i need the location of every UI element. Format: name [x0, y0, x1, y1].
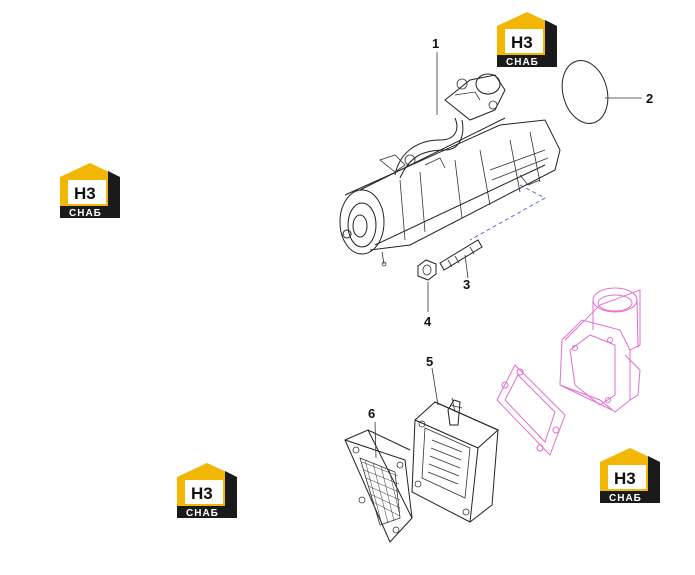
o-ring: 2	[561, 60, 653, 124]
watermark-logo: H3 СНАБ	[177, 463, 237, 519]
callout-6: 6	[368, 406, 375, 421]
reference-gasket	[496, 364, 566, 456]
gasket-screen: 6	[344, 406, 413, 543]
svg-text:СНАБ: СНАБ	[609, 493, 642, 504]
reference-elbow-housing	[559, 287, 641, 413]
svg-text:H3: H3	[191, 484, 213, 503]
nut: 4	[417, 259, 437, 329]
svg-text:СНАБ: СНАБ	[186, 508, 219, 519]
svg-text:H3: H3	[511, 33, 533, 52]
callout-4: 4	[424, 314, 432, 329]
callout-3: 3	[463, 277, 470, 292]
stud: 3	[439, 239, 483, 292]
starter-motor: 1	[339, 36, 561, 267]
callout-5: 5	[426, 354, 433, 369]
svg-text:H3: H3	[74, 184, 96, 203]
svg-text:СНАБ: СНАБ	[69, 208, 102, 219]
watermark-logo: H3 СНАБ	[497, 12, 557, 68]
svg-text:СНАБ: СНАБ	[506, 57, 539, 68]
callout-2: 2	[646, 91, 653, 106]
svg-text:H3: H3	[614, 469, 636, 488]
watermark-logo: H3 СНАБ	[600, 448, 660, 504]
watermark-logo: H3 СНАБ	[60, 163, 120, 219]
callout-1: 1	[432, 36, 439, 51]
grille-heater: 5	[411, 354, 499, 523]
